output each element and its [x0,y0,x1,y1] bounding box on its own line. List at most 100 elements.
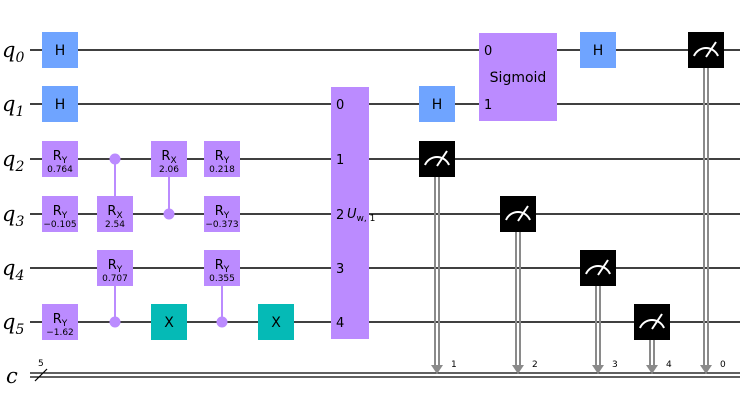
control-dot [109,153,121,165]
gate-parameter: −1.62 [46,328,74,338]
qubit-label-3: q3 [2,202,24,230]
gate-label: RY [108,258,123,275]
measure-box [634,304,670,340]
meter-arc [693,47,719,57]
multi-gate-box [479,33,557,121]
multi-gate-box [331,87,369,339]
cbit-index-label: 4 [666,360,672,370]
qubit-label-1: q1 [2,92,24,120]
qubit-label-2: q2 [2,147,24,175]
port-label: 1 [336,153,344,168]
controlled-ry-gate: RY0.355 [204,250,240,328]
classical-label: c [6,364,18,388]
gate-ry-q5: RY−1.62 [42,304,78,340]
meter-needle [597,259,609,276]
gate-h-q0: H [42,32,78,68]
measure-box [500,196,536,232]
measure-arrow [646,365,658,374]
port-label: 1 [484,98,492,113]
measure-gate-q5: 4 [634,304,672,374]
gate-label: H [432,97,443,113]
gate-h-q0: H [580,32,616,68]
meter-arc [585,265,611,275]
measure-arrow [700,365,712,374]
control-dot [163,208,175,220]
gate-box [42,86,78,122]
gate-ry-q2: RY0.218 [204,141,240,177]
rotation-gate-box [97,250,133,286]
cbit-index-label: 2 [532,360,538,370]
gates-layer: HHRY0.764RY−0.105RY−1.62RX2.54RY0.707RX2… [42,32,726,374]
measure-gate-q4: 3 [580,250,618,374]
wires-layer: 5 [30,49,740,382]
measure-gate-q2: 1 [419,141,457,374]
meter-needle [651,313,663,330]
gate-box [258,304,294,340]
port-label: 2 [336,208,344,223]
measure-gate-q3: 2 [500,196,538,374]
bundle-slash [34,368,48,382]
port-label: 4 [336,316,344,331]
controlled-ry-gate: RY0.707 [97,250,133,328]
gate-label: RX [161,149,176,166]
rotation-gate-box [42,196,78,232]
meter-arc [639,319,665,329]
cbit-index-label: 3 [612,360,618,370]
gate-label: H [593,43,604,59]
gate-label: Sigmoid [490,70,547,86]
gate-label: RX [107,204,122,221]
gate-parameter: 2.54 [105,220,125,230]
gate-box [419,86,455,122]
controlled-rx-gate: RX2.54 [97,153,133,232]
gate-box [151,304,187,340]
cbit-index-label: 0 [720,360,726,370]
meter-needle [517,205,529,222]
gate-label: RY [215,204,230,221]
measure-arrow [431,365,443,374]
qubit-label-0: q0 [2,38,24,66]
gate-label: RY [53,149,68,166]
gate-parameter: −0.105 [43,220,76,230]
control-dot [109,316,121,328]
meter-needle [705,41,717,58]
control-dot [216,316,228,328]
sigmoid-gate: 0 1 Sigmoid [479,33,557,121]
controlled-rx-gate: RX2.06 [151,141,187,220]
measure-box [419,141,455,177]
gate-label: RY [215,149,230,166]
port-label: 0 [484,44,492,59]
gate-parameter: 0.764 [47,165,73,175]
rotation-gate-box [204,141,240,177]
cbit-index-label: 1 [451,360,457,370]
gate-label: X [271,315,281,331]
gate-box [580,32,616,68]
gate-ry-q3: RY−0.373 [204,196,240,232]
gate-label: RY [215,258,230,275]
gate-label: RY [53,204,68,221]
gate-x-q5: X [258,304,294,340]
rotation-gate-box [204,250,240,286]
gate-parameter: 0.355 [209,274,235,284]
measure-gate-q0: 0 [688,32,726,374]
qubit-label-5: q5 [2,310,24,338]
gate-ry-q3: RY−0.105 [42,196,78,232]
register-labels: q0 q1 q2 q3 q4 q5 c [2,38,24,388]
measure-box [580,250,616,286]
qubit-label-4: q4 [2,256,24,284]
gate-h-q1: H [419,86,455,122]
meter-arc [505,211,531,221]
gate-box [42,32,78,68]
meter-arc [424,156,450,166]
classical-width: 5 [38,359,44,369]
gate-parameter: 0.707 [102,274,128,284]
meter-needle [436,150,448,167]
gate-label: RY [53,312,68,329]
gate-ry-q2: RY0.764 [42,141,78,177]
measure-arrow [592,365,604,374]
gate-label: Uw, 1 [347,207,375,224]
gate-x-q5: X [151,304,187,340]
gate-parameter: 0.218 [209,165,235,175]
measure-box [688,32,724,68]
rotation-gate-box [151,141,187,177]
